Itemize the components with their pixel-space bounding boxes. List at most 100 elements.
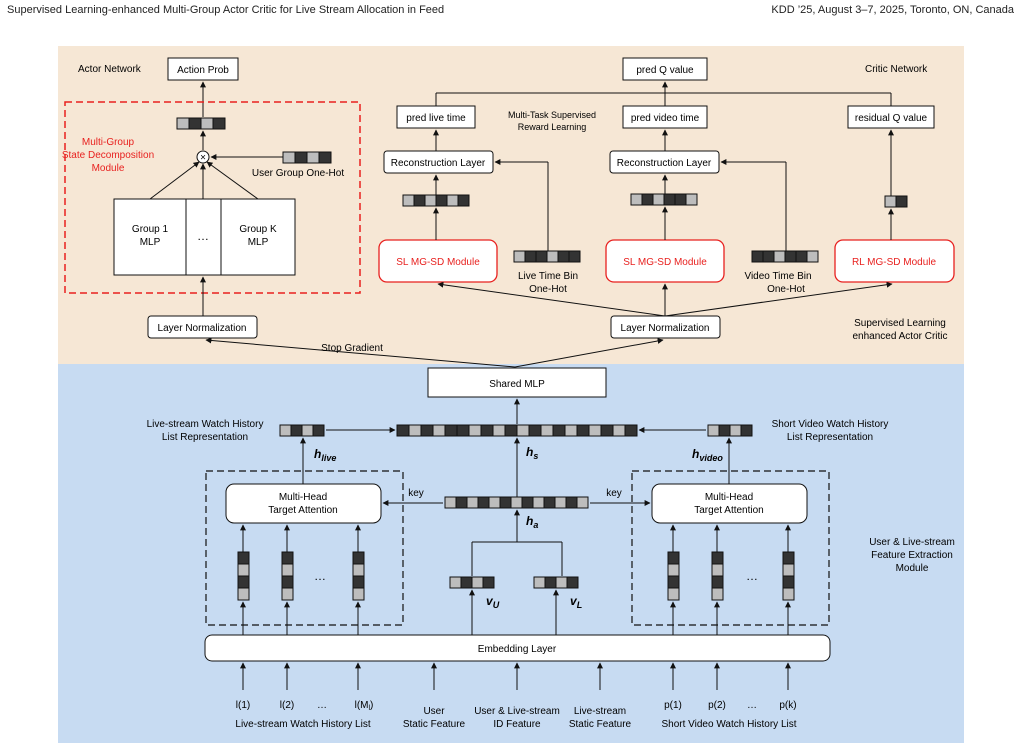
- id-feature-label-2: ID Feature: [493, 719, 541, 730]
- residual-q-label: residual Q value: [855, 113, 928, 124]
- vl-label: vL: [570, 594, 582, 610]
- video-time-bin-onehot: [751, 250, 819, 263]
- id-feature-label-1: User & Live-stream: [474, 706, 560, 717]
- live-mhta-label-1: Multi-Head: [279, 492, 327, 503]
- live-time-bin-onehot: [513, 250, 581, 263]
- live-seq-dots: …: [314, 569, 326, 583]
- video-sequence-embeddings: [667, 551, 795, 601]
- header-left: Supervised Learning-enhanced Multi-Group…: [7, 4, 445, 16]
- action-prob-box: [167, 57, 239, 81]
- recon-layer-live-label: Reconstruction Layer: [391, 158, 486, 169]
- h-s-label: hs: [526, 445, 538, 461]
- h-live-label: hlive: [314, 447, 336, 463]
- action-prob-label: Action Prob: [177, 65, 229, 76]
- ha-vector: [444, 496, 589, 509]
- video-item-last: p(k): [779, 700, 796, 711]
- multi-group-module-border: [64, 101, 361, 294]
- live-static-label-1: Live-stream: [574, 706, 626, 717]
- multiply-symbol: ×: [200, 153, 206, 164]
- header-right: KDD ’25, August 3–7, 2025, Toronto, ON, …: [771, 4, 1014, 16]
- action-vector: [176, 117, 226, 130]
- live-item-1: l(1): [236, 700, 250, 711]
- multiply-node: [196, 150, 210, 164]
- group1-label-1: Group 1: [132, 224, 169, 235]
- sl-video-embedding-vector: [630, 193, 698, 206]
- user-static-label-1: User: [423, 706, 445, 717]
- rl-mgsd-module: [834, 239, 955, 283]
- group-mlp-box: [113, 198, 296, 276]
- live-mhta-box: [225, 483, 382, 524]
- recon-layer-live-box: [383, 150, 494, 174]
- live-history-representation-vector: [279, 424, 325, 437]
- group-ellipsis: …: [197, 229, 209, 243]
- user-group-onehot-label: User Group One-Hot: [252, 168, 344, 179]
- pred-video-label: pred video time: [631, 113, 700, 124]
- video-history-representation-vector: [707, 424, 753, 437]
- live-item-2: l(2): [280, 700, 294, 711]
- live-static-label-2: Static Feature: [569, 719, 632, 730]
- hs-concat-vector: [396, 424, 638, 437]
- pred-q-box: [622, 57, 708, 81]
- h-video-label: hvideo: [692, 447, 723, 463]
- video-item-2: p(2): [708, 700, 726, 711]
- video-mhta-label-2: Target Attention: [694, 505, 764, 516]
- sl-ac-label-2: enhanced Actor Critic: [852, 331, 947, 342]
- live-history-list-label: Live-stream Watch History List: [235, 719, 370, 730]
- feature-module-label-1: User & Live-stream: [869, 537, 955, 548]
- video-item-1: p(1): [664, 700, 682, 711]
- actor-network-title: Actor Network: [78, 64, 142, 75]
- user-static-label-2: Static Feature: [403, 719, 466, 730]
- video-mhta-box: [651, 483, 808, 524]
- live-history-rep-label-1: Live-stream Watch History: [147, 419, 264, 430]
- h-a-label: ha: [526, 514, 538, 530]
- multitask-label-2: Reward Learning: [518, 122, 587, 132]
- embedding-layer-label: Embedding Layer: [478, 644, 557, 655]
- video-history-rep-label-2: List Representation: [787, 432, 873, 443]
- mgsd-label-2: State Decomposition: [62, 150, 154, 161]
- live-history-rep-label-2: List Representation: [162, 432, 248, 443]
- arrow-groupk-to-multiply: [206, 161, 259, 200]
- video-time-bin-label-2: One-Hot: [767, 284, 805, 295]
- vu-vector: [449, 576, 495, 589]
- rl-embedding-vector: [884, 195, 908, 208]
- live-item-last: l(Ml): [355, 700, 374, 712]
- sl-live-embedding-vector: [402, 194, 470, 207]
- live-time-bin-label-2: One-Hot: [529, 284, 567, 295]
- critic-network-title: Critic Network: [865, 64, 928, 75]
- key-label-right: key: [606, 488, 622, 499]
- arrow-to-critic-layernorm: [514, 338, 664, 368]
- shared-mlp-label: Shared MLP: [489, 379, 545, 390]
- video-time-bin-label-1: Video Time Bin: [744, 271, 811, 282]
- video-item-ellipsis: …: [747, 700, 757, 711]
- vl-vector: [533, 576, 579, 589]
- user-group-onehot-vector: [282, 151, 332, 164]
- mgsd-label-3: Module: [92, 163, 125, 174]
- vu-label: vU: [486, 594, 500, 610]
- feature-module-label-2: Feature Extraction: [871, 550, 953, 561]
- mgsd-label-1: Multi-Group: [82, 137, 135, 148]
- video-history-list-label: Short Video Watch History List: [661, 719, 796, 730]
- live-time-bin-label-1: Live Time Bin: [518, 271, 578, 282]
- recon-layer-video-label: Reconstruction Layer: [617, 158, 712, 169]
- groupk-label-1: Group K: [239, 224, 277, 235]
- live-item-ellipsis: …: [317, 700, 327, 711]
- multitask-label-1: Multi-Task Supervised: [508, 110, 596, 120]
- pred-q-label: pred Q value: [636, 65, 694, 76]
- actor-layer-norm-label: Layer Normalization: [158, 323, 247, 334]
- stop-gradient-label: Stop Gradient: [321, 343, 383, 354]
- live-sequence-embeddings: [237, 551, 365, 601]
- rl-mgsd-label: RL MG-SD Module: [852, 257, 937, 268]
- stop-gradient-arrow: [205, 337, 516, 368]
- sl-mgsd-video-label: SL MG-SD Module: [623, 257, 707, 268]
- live-mhta-label-2: Target Attention: [268, 505, 338, 516]
- groupk-label-2: MLP: [248, 237, 269, 248]
- video-seq-dots: …: [746, 569, 758, 583]
- video-history-rep-label-1: Short Video Watch History: [772, 419, 889, 430]
- shared-mlp-box: [427, 367, 607, 398]
- embedding-layer-box: [204, 634, 831, 662]
- key-label-left: key: [408, 488, 424, 499]
- video-mhta-label-1: Multi-Head: [705, 492, 753, 503]
- pred-live-label: pred live time: [406, 113, 466, 124]
- group1-label-2: MLP: [140, 237, 161, 248]
